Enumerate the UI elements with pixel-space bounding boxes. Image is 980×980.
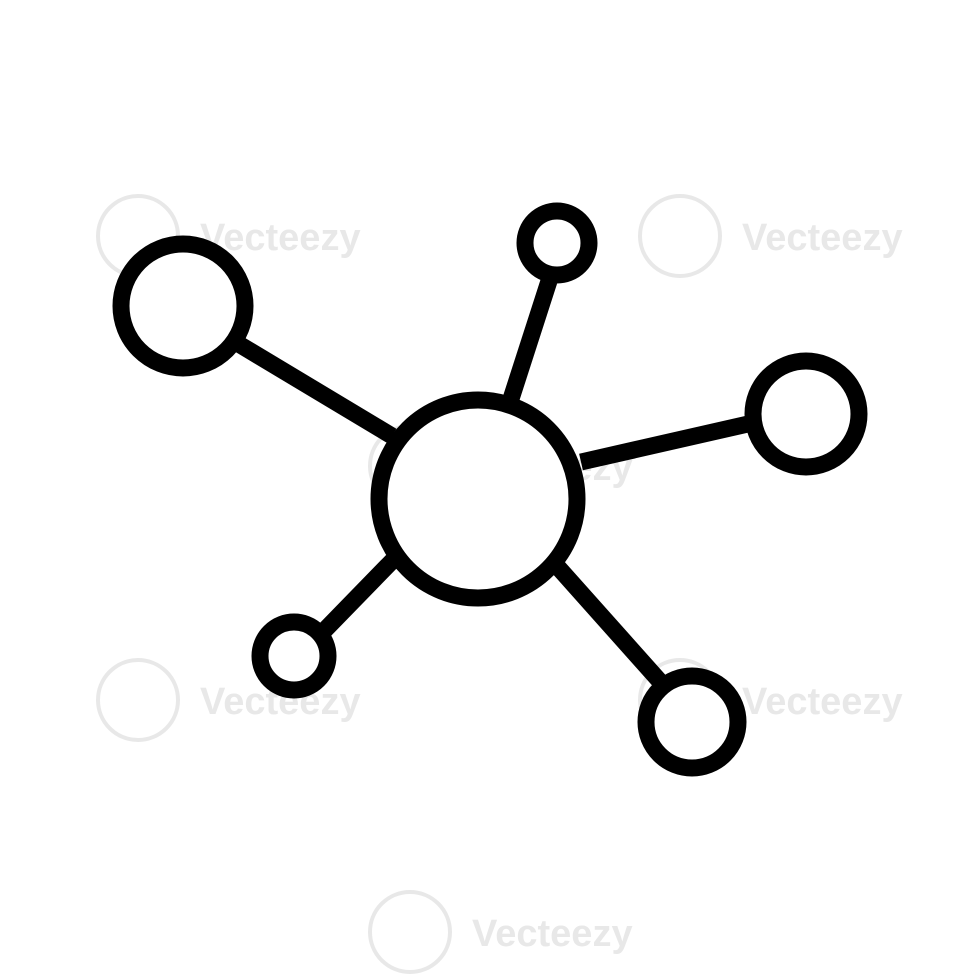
watermark-text: Vecteezy [742, 681, 903, 723]
watermark-text: Vecteezy [742, 217, 903, 259]
connector-upper-left [232, 335, 397, 444]
hub-node [370, 391, 586, 607]
connector-lower-left [313, 552, 402, 641]
connector-lower-right [550, 560, 671, 692]
watermark-tile: Vecteezy [638, 658, 903, 742]
nodes [112, 202, 868, 777]
connector-right [579, 415, 750, 471]
connector-lines [232, 278, 750, 692]
connector-top [501, 278, 558, 405]
watermark-text: Vecteezy [472, 913, 633, 955]
watermark-tile: Vecteezy [368, 890, 633, 974]
watermark-tile: Vecteezy [638, 194, 903, 278]
satellite-node-right [744, 352, 868, 476]
satellite-node-upper-left [112, 235, 254, 377]
satellite-node-top [516, 202, 598, 284]
satellite-node-lower-right [637, 667, 747, 777]
satellite-node-lower-left [251, 613, 337, 699]
